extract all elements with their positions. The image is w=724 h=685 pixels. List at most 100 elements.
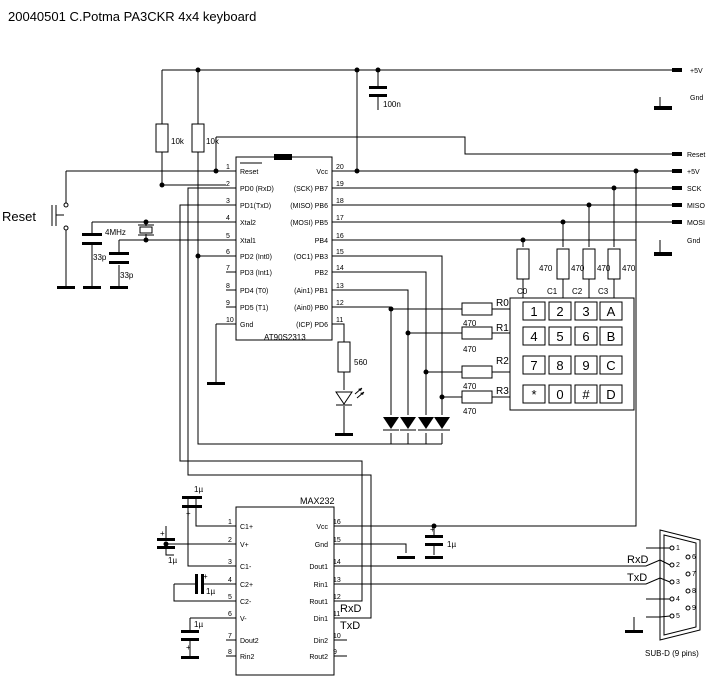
col-label-c3: C3 [598,287,609,296]
label-isp-miso: MISO [687,203,705,210]
db9-pin [669,596,675,602]
row-res-label-3: 470 [463,407,477,416]
db9-pin [685,571,691,577]
max232-pin-label: Din2 [314,638,329,645]
row-label-r1: R1 [496,323,509,334]
label-isp-mosi: MOSI [687,220,705,227]
max232-pin-label: V- [240,616,247,623]
keypad-key-label: 1 [530,304,537,319]
max232-pin-num: 12 [333,594,341,601]
mcu-pin-label: PD3 (Int1) [240,270,272,277]
keypad-key-label: 2 [556,304,563,319]
keypad-key [548,301,572,321]
max232-pin-label: Dout1 [309,564,328,571]
pullup-resistor-c2 [582,248,596,280]
mcu-pin-num: 13 [336,283,344,290]
led-icon [335,387,365,406]
mcu-pin-num: 5 [226,233,230,240]
mcu-pin-label: PD2 (Int0) [240,254,272,261]
mcu-pin-label: Gnd [240,322,253,329]
max232-pin-label: Gnd [315,542,328,549]
mcu-pin-label: (ICP) PD6 [296,322,328,329]
label-100n: 100n [383,100,401,109]
label-txd-db9: TxD [627,572,647,584]
keypad-key [599,326,623,346]
keypad-key [522,355,546,375]
max232-pin-num: 2 [228,537,232,544]
mcu-pin-num: 18 [336,198,344,205]
db9-pin [685,588,691,594]
db9-pin-num: 9 [692,605,696,612]
pullup-label-1: 470 [571,264,585,273]
mcu-pin-num: 2 [226,181,230,188]
keypad-key [574,384,598,404]
connector-terminals [654,68,682,256]
max232-pin-label: Rout1 [309,599,328,606]
keypad-key [574,301,598,321]
cap-1u-c1: 1µ [194,485,203,494]
mcu-pin-num: 1 [226,164,230,171]
col-label-c0: C0 [517,287,528,296]
max232-pin-num: 1 [228,519,232,526]
db9-pin [669,579,675,585]
col-label-c1: C1 [547,287,558,296]
row-resistor-r0 [461,302,493,316]
keypad-key-label: # [582,387,590,402]
keypad-key [522,384,546,404]
max232-pin-num: 13 [333,577,341,584]
keypad-key-label: C [606,358,615,373]
mcu-pin-label: Vcc [316,169,328,176]
mcu-pin-label: PD4 (T0) [240,288,268,295]
row-res-label-2: 470 [463,382,477,391]
max232-pin-num: 14 [333,559,341,566]
label-top-gnd: Gnd [690,95,703,102]
resistor-10k-b [191,123,205,153]
mcu-pin-num: 17 [336,215,344,222]
cap-1u-vcc: 1µ [447,540,456,549]
keypad-key-label: 7 [530,358,537,373]
mcu-name: AT90S2313 [264,333,306,342]
mcu-pin-label: PD0 (RxD) [240,186,274,193]
label-560: 560 [354,358,368,367]
db9-pin [669,545,675,551]
label-33p-b: 33p [120,271,134,280]
max232-capacitors [157,496,443,641]
crystal-4mhz [138,224,154,236]
label-top-vcc: +5V [690,68,703,75]
mcu-pin-num: 8 [226,283,230,290]
db9-pin-num: 8 [692,588,696,595]
mcu-pin-label: Xtal1 [240,238,256,245]
cap-1u-vminus: 1µ [194,620,203,629]
keypad-key-label: 9 [582,358,589,373]
label-10k-b: 10k [206,137,220,146]
max232-name: MAX232 [300,496,335,506]
cap-plus-vminus: + [186,643,191,652]
cap-plus-vplus: + [160,529,165,538]
max232-pin-num: 9 [333,649,337,656]
db9-leads [646,547,671,618]
pullup-resistor-c0 [516,248,530,280]
label-isp-reset: Reset [687,152,705,159]
pullup-label-3: 470 [622,264,636,273]
db9-pin-num: 7 [692,571,696,578]
mcu-pin-label: Reset [240,169,258,176]
db9-pin-num: 4 [676,596,680,603]
keypad-key [574,326,598,346]
row-resistor-r3 [461,390,493,404]
capacitor-33p-a [82,233,102,245]
keypad-key [599,355,623,375]
mcu-pin-label: PB4 [315,238,328,245]
keypad-key-label: 0 [556,387,563,402]
max232-pin-label: C1+ [240,524,253,531]
keypad-key [599,384,623,404]
row-label-r0: R0 [496,298,509,309]
max232-pin-num: 10 [333,633,341,640]
mcu-pin-label: (MOSI) PB5 [290,220,328,227]
cap-1u-c2: 1µ [206,587,215,596]
ground-symbols [57,286,643,659]
max232-pin-label: C2- [240,599,252,606]
label-isp-vcc: +5V [687,169,700,176]
mcu-pin-num: 6 [226,249,230,256]
max232-pin-num: 3 [228,559,232,566]
